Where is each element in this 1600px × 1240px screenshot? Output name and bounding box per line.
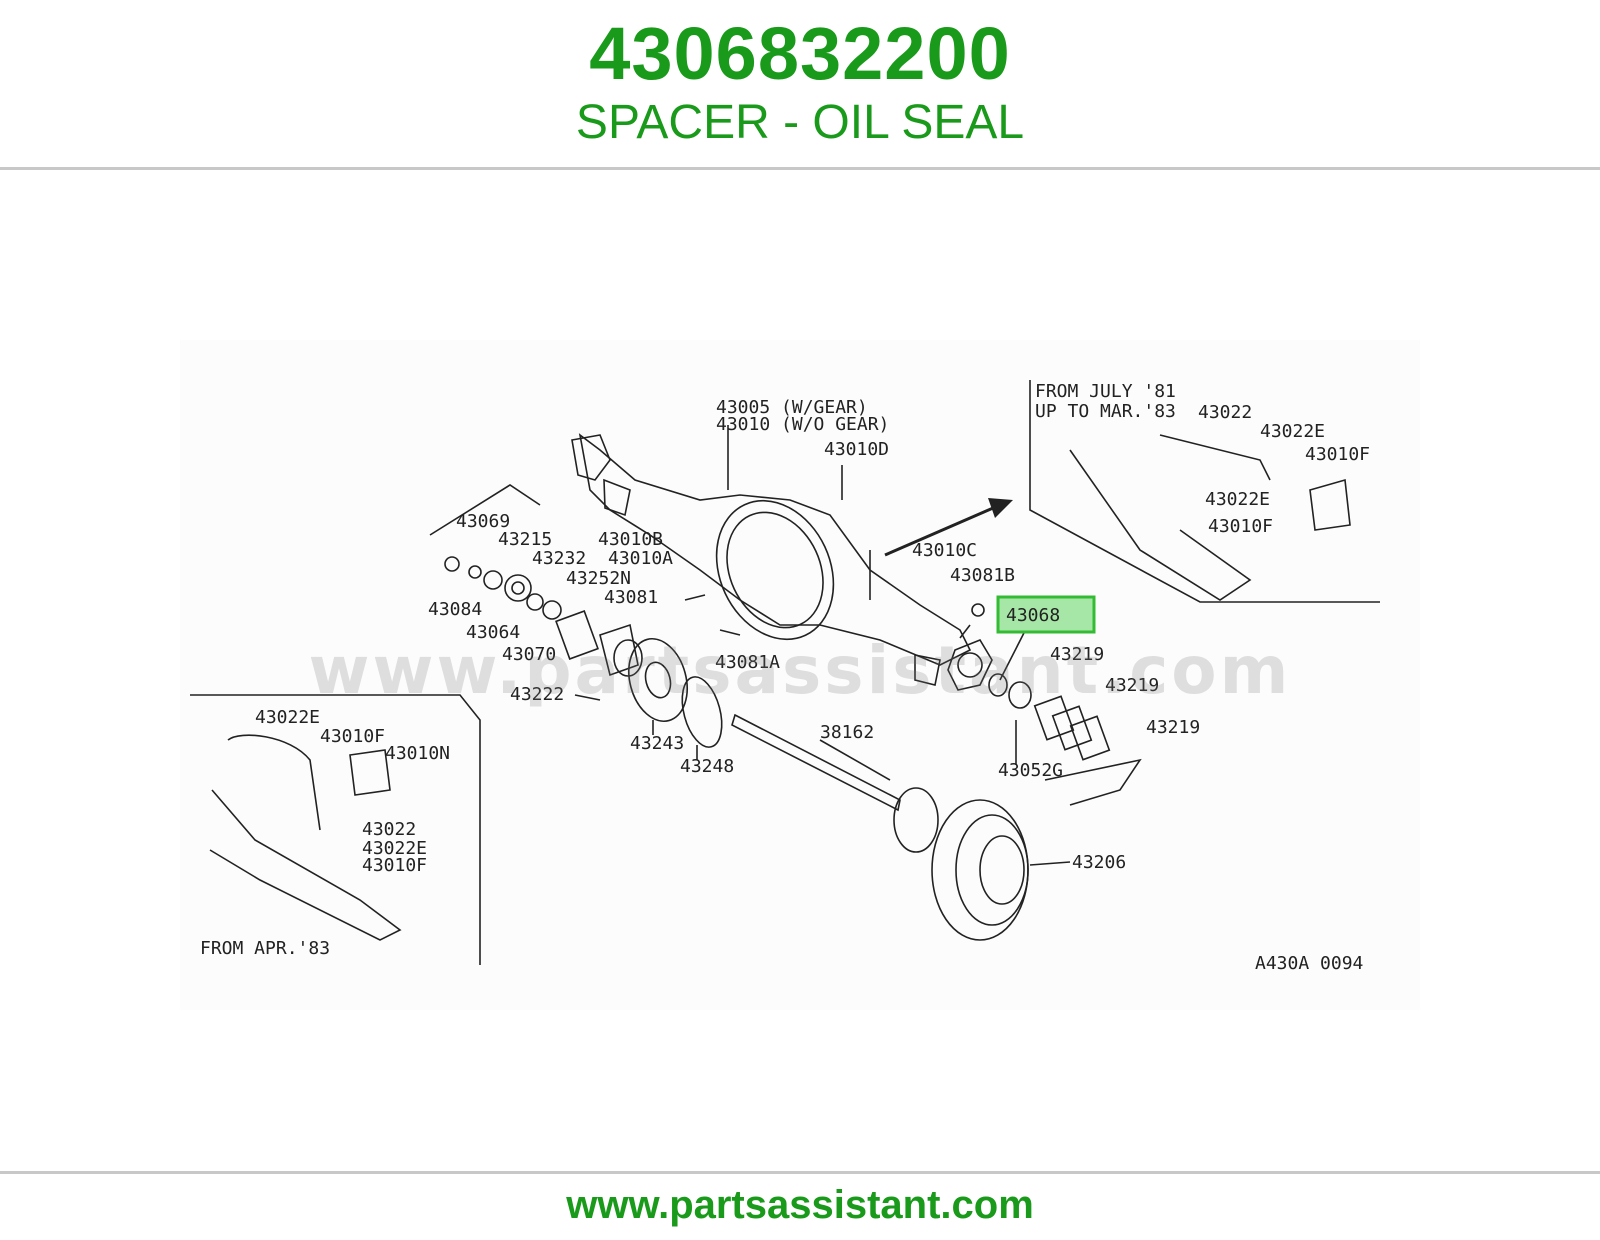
part-43219-shim-3 xyxy=(1069,715,1111,761)
part-43070-spacer xyxy=(526,593,544,611)
retainer-bore xyxy=(613,639,643,677)
group-bracket-right xyxy=(1044,758,1142,806)
inset-housing-left xyxy=(209,789,402,941)
label-inset-43022[interactable]: 43022 xyxy=(1198,402,1252,423)
part-43010A-stud xyxy=(684,594,706,601)
part-43222-bolt xyxy=(574,694,601,701)
label-43248[interactable]: 43248 xyxy=(680,756,734,777)
label-43069[interactable]: 43069 xyxy=(456,511,510,532)
label-left-43010F-b[interactable]: 43010F xyxy=(362,855,427,876)
label-43215[interactable]: 43215 xyxy=(498,529,552,550)
label-inset-43010F-a[interactable]: 43010F xyxy=(1305,444,1370,465)
housing-bracket-right xyxy=(914,654,941,686)
arrow-head-icon xyxy=(988,498,1013,518)
arrow-shaft xyxy=(884,503,1001,557)
inset-frame-right xyxy=(1029,380,1380,603)
label-43010B[interactable]: 43010B xyxy=(598,529,663,550)
label-43010[interactable]: 43010 (W/O GEAR) xyxy=(716,414,889,435)
label-43084[interactable]: 43084 xyxy=(428,599,482,620)
part-43248-seal xyxy=(681,676,723,748)
parts-diagram: 43005 (W/GEAR) 43010 (W/O GEAR) 43010D 4… xyxy=(180,340,1420,1010)
label-inset-43010F-b[interactable]: 43010F xyxy=(1208,516,1273,537)
label-left-43010F[interactable]: 43010F xyxy=(320,726,385,747)
footer-url-link[interactable]: www.partsassistant.com xyxy=(566,1183,1034,1227)
plate-center xyxy=(644,661,672,699)
label-43232[interactable]: 43232 xyxy=(532,548,586,569)
part-43252N-gasket xyxy=(555,610,599,660)
note-from-july-81: FROM JULY '81 xyxy=(1035,381,1176,402)
label-43222[interactable]: 43222 xyxy=(510,684,564,705)
part-43081-bearing-retainer xyxy=(599,623,639,677)
drum-inner xyxy=(955,814,1029,926)
leader-38162 xyxy=(819,739,891,781)
note-from-apr-83: FROM APR.'83 xyxy=(200,938,330,959)
part-43232-ring xyxy=(542,600,562,620)
label-43081A[interactable]: 43081A xyxy=(715,652,780,673)
label-inset-43022E-a[interactable]: 43022E xyxy=(1260,421,1325,442)
header-divider xyxy=(0,167,1600,170)
inset-left-cover xyxy=(349,749,391,796)
highlight-box-43068 xyxy=(996,595,1096,634)
part-43243-plate xyxy=(628,637,688,723)
label-43252N[interactable]: 43252N xyxy=(566,568,631,589)
drawing-code: A430A 0094 xyxy=(1255,953,1363,974)
housing-end-flange-right xyxy=(947,639,993,691)
label-43219-c[interactable]: 43219 xyxy=(1146,717,1200,738)
part-43215-bearing xyxy=(504,574,532,602)
bearing-inner xyxy=(511,581,525,595)
label-43052G[interactable]: 43052G xyxy=(998,760,1063,781)
part-43081A-bolt xyxy=(719,629,741,636)
label-43068-highlighted[interactable]: 43068 xyxy=(1006,605,1060,626)
part-43069-washer xyxy=(468,565,482,579)
label-43081[interactable]: 43081 xyxy=(604,587,658,608)
label-left-43010N[interactable]: 43010N xyxy=(385,743,450,764)
label-43070[interactable]: 43070 xyxy=(502,644,556,665)
inset-housing-right xyxy=(1069,449,1252,601)
inset-cover xyxy=(1309,478,1351,531)
label-43219-a[interactable]: 43219 xyxy=(1050,644,1104,665)
leader-43068 xyxy=(999,624,1029,681)
part-43084-nut xyxy=(444,556,460,572)
label-43206[interactable]: 43206 xyxy=(1072,852,1126,873)
inset-frame-left xyxy=(190,694,481,965)
part-43064-seal xyxy=(483,570,503,590)
leader-43206 xyxy=(1029,861,1071,866)
axle-flange xyxy=(893,787,939,853)
part-43052G-bearing xyxy=(1008,681,1032,709)
part-43068-spacer xyxy=(988,673,1008,697)
label-left-43022E-b[interactable]: 43022E xyxy=(362,838,427,859)
part-number: 4306832200 xyxy=(589,12,1011,95)
label-43064[interactable]: 43064 xyxy=(466,622,520,643)
label-43010A[interactable]: 43010A xyxy=(608,548,673,569)
label-43010D[interactable]: 43010D xyxy=(824,439,889,460)
drum-hub xyxy=(979,835,1025,905)
label-inset-43022E-b[interactable]: 43022E xyxy=(1205,489,1270,510)
flange-bore xyxy=(957,652,983,678)
carrier-opening-inner xyxy=(726,511,824,629)
part-name: SPACER - OIL SEAL xyxy=(575,96,1025,149)
label-left-43022E[interactable]: 43022E xyxy=(255,707,320,728)
group-bracket-left xyxy=(429,484,541,536)
housing-bracket xyxy=(603,478,631,517)
label-43010C[interactable]: 43010C xyxy=(912,540,977,561)
page-header: 4306832200 SPACER - OIL SEAL xyxy=(0,0,1600,168)
label-43005[interactable]: 43005 (W/GEAR) xyxy=(716,397,868,418)
exploded-view-drawing: 43005 (W/GEAR) 43010 (W/O GEAR) 43010D 4… xyxy=(190,380,1380,974)
label-43081B[interactable]: 43081B xyxy=(950,565,1015,586)
label-38162[interactable]: 38162 xyxy=(820,722,874,743)
housing-end-flange-left xyxy=(571,434,611,481)
inset-left-pipe xyxy=(227,734,321,831)
part-38162-axle-shaft xyxy=(731,713,901,812)
note-up-to-mar-83: UP TO MAR.'83 xyxy=(1035,401,1176,422)
axle-housing xyxy=(578,433,972,666)
part-43081B-nut xyxy=(971,603,985,617)
label-43243[interactable]: 43243 xyxy=(630,733,684,754)
footer-divider xyxy=(0,1171,1600,1174)
inset-pipe xyxy=(1159,434,1271,481)
leader-43081B xyxy=(959,624,971,639)
label-left-43022[interactable]: 43022 xyxy=(362,819,416,840)
label-43219-b[interactable]: 43219 xyxy=(1105,675,1159,696)
carrier-opening xyxy=(715,499,835,641)
